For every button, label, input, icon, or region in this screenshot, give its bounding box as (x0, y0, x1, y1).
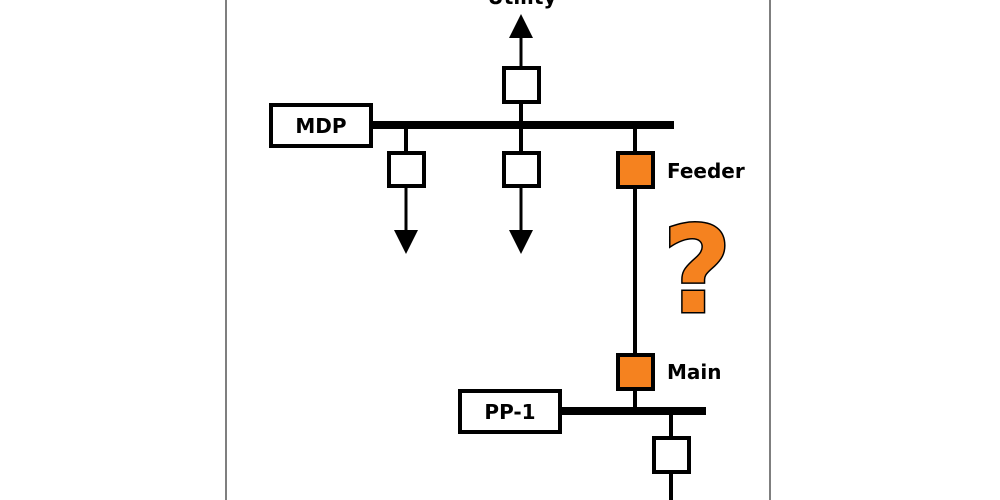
branch-1-breaker (387, 151, 426, 188)
main-label: Main (667, 360, 722, 384)
main-breaker (616, 353, 655, 391)
feeder-label: Feeder (667, 159, 745, 183)
pp1-label: PP-1 (484, 400, 535, 424)
branch-2-breaker (502, 151, 541, 188)
pp1-branch-breaker (652, 436, 691, 474)
feeder-breaker (616, 151, 655, 189)
mdp-box (269, 103, 373, 148)
utility-breaker (502, 66, 541, 104)
pp1-box (458, 389, 562, 434)
question-mark: ? (662, 202, 732, 341)
mdp-label: MDP (295, 114, 346, 138)
utility-label: Utility (488, 0, 557, 9)
